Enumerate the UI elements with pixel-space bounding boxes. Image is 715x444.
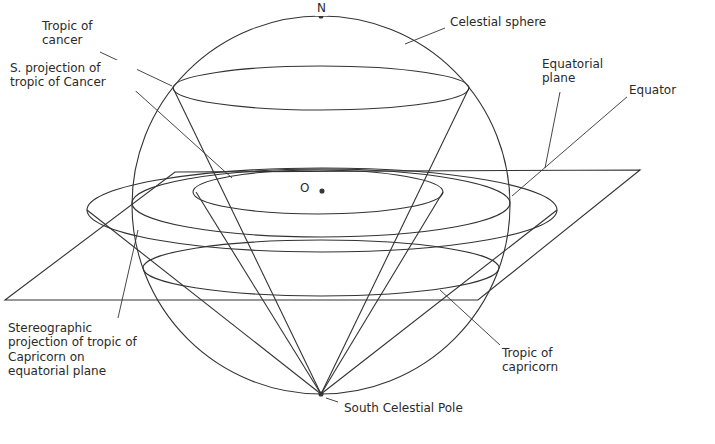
tropic-label: Tropic of capricorn xyxy=(500,345,614,376)
south-pole-dot xyxy=(319,392,323,396)
plane-label: Equatorial plane xyxy=(540,56,634,87)
tropic-of-cancer xyxy=(173,66,469,110)
pole-label: N xyxy=(315,0,328,16)
equator-label: Equator xyxy=(627,82,711,98)
projection-label: Stereographic projection of tropic of Ca… xyxy=(6,320,150,380)
pole-label: South Celestial Pole xyxy=(342,400,476,416)
capricorn-projection xyxy=(87,168,557,252)
celestial-sphere xyxy=(132,16,510,394)
centre-label: O xyxy=(298,180,311,196)
tropic-of-capricorn xyxy=(143,240,499,296)
equator xyxy=(132,169,510,237)
centre-dot xyxy=(320,189,324,193)
projection-label: S. projection of tropic of Cancer xyxy=(8,60,137,91)
equatorial-plane xyxy=(5,170,640,300)
tropic-label: Tropic of cancer xyxy=(40,18,134,49)
projection-rays xyxy=(87,88,557,394)
sphere-label: Celestial sphere xyxy=(448,14,582,30)
